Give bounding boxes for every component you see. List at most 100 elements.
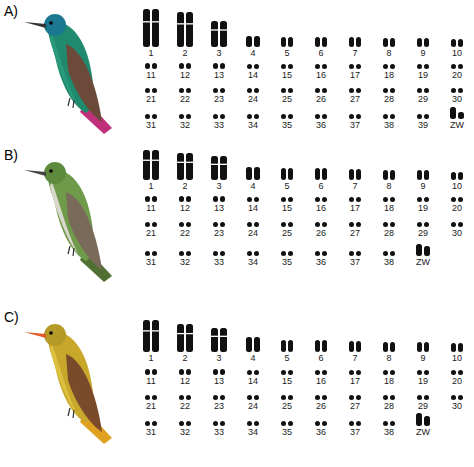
chromosome-number: 35 bbox=[282, 121, 292, 130]
chromosome-number: 2 bbox=[182, 354, 187, 363]
chromosome bbox=[349, 114, 354, 119]
chromosome-pair bbox=[383, 38, 395, 47]
chromosome bbox=[179, 395, 184, 400]
chromosome bbox=[288, 64, 293, 69]
chromosome bbox=[213, 369, 218, 375]
chromosome bbox=[356, 251, 361, 256]
chromosome-pair bbox=[145, 369, 157, 375]
chromosome-number: 27 bbox=[350, 229, 360, 238]
chromosome bbox=[315, 340, 320, 352]
chromosome bbox=[186, 369, 191, 375]
chromosome-number: 24 bbox=[248, 229, 258, 238]
chromosome bbox=[424, 370, 429, 375]
chromosome-pair bbox=[246, 337, 260, 352]
chromosome bbox=[220, 63, 225, 69]
chromosome bbox=[451, 395, 456, 400]
chromosome bbox=[213, 395, 218, 400]
chromosome-number: 32 bbox=[180, 258, 190, 267]
chromosome-number: 38 bbox=[384, 121, 394, 130]
chromosome bbox=[152, 222, 157, 227]
chromosome bbox=[315, 114, 320, 119]
chromosome bbox=[247, 421, 252, 426]
chromosome bbox=[383, 64, 388, 69]
chromosome-pair bbox=[247, 114, 259, 119]
chromosome-number: 14 bbox=[248, 71, 258, 80]
chromosome-pair bbox=[211, 156, 228, 180]
chromosome-number: 17 bbox=[350, 71, 360, 80]
chromosome bbox=[390, 342, 395, 352]
centromere bbox=[152, 160, 160, 161]
chromosome-pair bbox=[315, 114, 327, 119]
chromosome bbox=[349, 251, 354, 256]
chromosome-number: 11 bbox=[146, 71, 155, 80]
chromosome bbox=[281, 251, 286, 256]
chromosome bbox=[390, 421, 395, 426]
chromosome bbox=[349, 169, 354, 180]
chromosome bbox=[281, 421, 286, 426]
chromosome bbox=[152, 114, 157, 119]
chromosome-number: 39 bbox=[418, 121, 428, 130]
chromosome-pair bbox=[416, 244, 430, 256]
chromosome-number: 16 bbox=[316, 204, 326, 213]
chromosome bbox=[322, 114, 327, 119]
chromosome bbox=[349, 222, 354, 227]
chromosome-number: 5 bbox=[284, 49, 289, 58]
chromosome bbox=[179, 63, 184, 69]
chromosome bbox=[288, 197, 293, 202]
chromosome-number: 33 bbox=[214, 121, 224, 130]
chromosome bbox=[213, 63, 218, 69]
chromosome bbox=[458, 64, 463, 69]
chromosome-pair bbox=[211, 21, 228, 47]
chromosome-pair bbox=[179, 196, 191, 202]
hummingbird-illustration bbox=[24, 14, 112, 134]
centromere bbox=[220, 164, 228, 165]
chromosome-number: 32 bbox=[180, 428, 190, 437]
centromere bbox=[186, 23, 194, 24]
chromosome-number: 15 bbox=[282, 71, 292, 80]
chromosome-pair bbox=[383, 197, 395, 202]
chromosome-number: 5 bbox=[284, 182, 289, 191]
chromosome-number: 3 bbox=[216, 49, 221, 58]
chromosome-pair bbox=[247, 370, 259, 375]
panel-letter: B) bbox=[4, 148, 18, 162]
chromosome bbox=[356, 37, 361, 47]
chromosome-number: 32 bbox=[180, 121, 190, 130]
chromosome bbox=[417, 38, 422, 47]
chromosome bbox=[383, 88, 388, 93]
chromosome-pair bbox=[417, 64, 429, 69]
chromosome bbox=[179, 88, 184, 93]
chromosome bbox=[247, 197, 252, 202]
chromosome bbox=[322, 370, 327, 375]
bird-bill bbox=[24, 22, 46, 28]
chromosome bbox=[288, 88, 293, 93]
chromosome-pair bbox=[349, 251, 361, 256]
chromosome-pair bbox=[179, 63, 191, 69]
chromosome bbox=[322, 37, 327, 47]
chromosome bbox=[213, 196, 218, 202]
chromosome bbox=[424, 416, 430, 426]
chromosome-pair bbox=[417, 370, 429, 375]
chromosome-number: 11 bbox=[146, 204, 155, 213]
chromosome bbox=[417, 342, 422, 352]
chromosome-pair bbox=[416, 413, 430, 426]
chromosome-pair bbox=[315, 168, 327, 180]
chromosome bbox=[356, 222, 361, 227]
chromosome bbox=[390, 251, 395, 256]
chromosome-pair bbox=[281, 251, 293, 256]
chromosome bbox=[451, 343, 456, 352]
chromosome bbox=[220, 21, 227, 47]
chromosome-number: 1 bbox=[148, 182, 153, 191]
chromosome bbox=[349, 37, 354, 47]
chromosome-number: 2 bbox=[182, 182, 187, 191]
chromosome bbox=[458, 88, 463, 93]
chromosome bbox=[220, 88, 225, 93]
chromosome bbox=[145, 222, 150, 227]
chromosome bbox=[281, 197, 286, 202]
chromosome-number: 21 bbox=[146, 229, 156, 238]
chromosome-pair bbox=[145, 395, 157, 400]
chromosome bbox=[186, 153, 193, 180]
chromosome-pair bbox=[349, 88, 361, 93]
chromosome bbox=[390, 114, 395, 119]
bird-legs bbox=[68, 98, 74, 108]
